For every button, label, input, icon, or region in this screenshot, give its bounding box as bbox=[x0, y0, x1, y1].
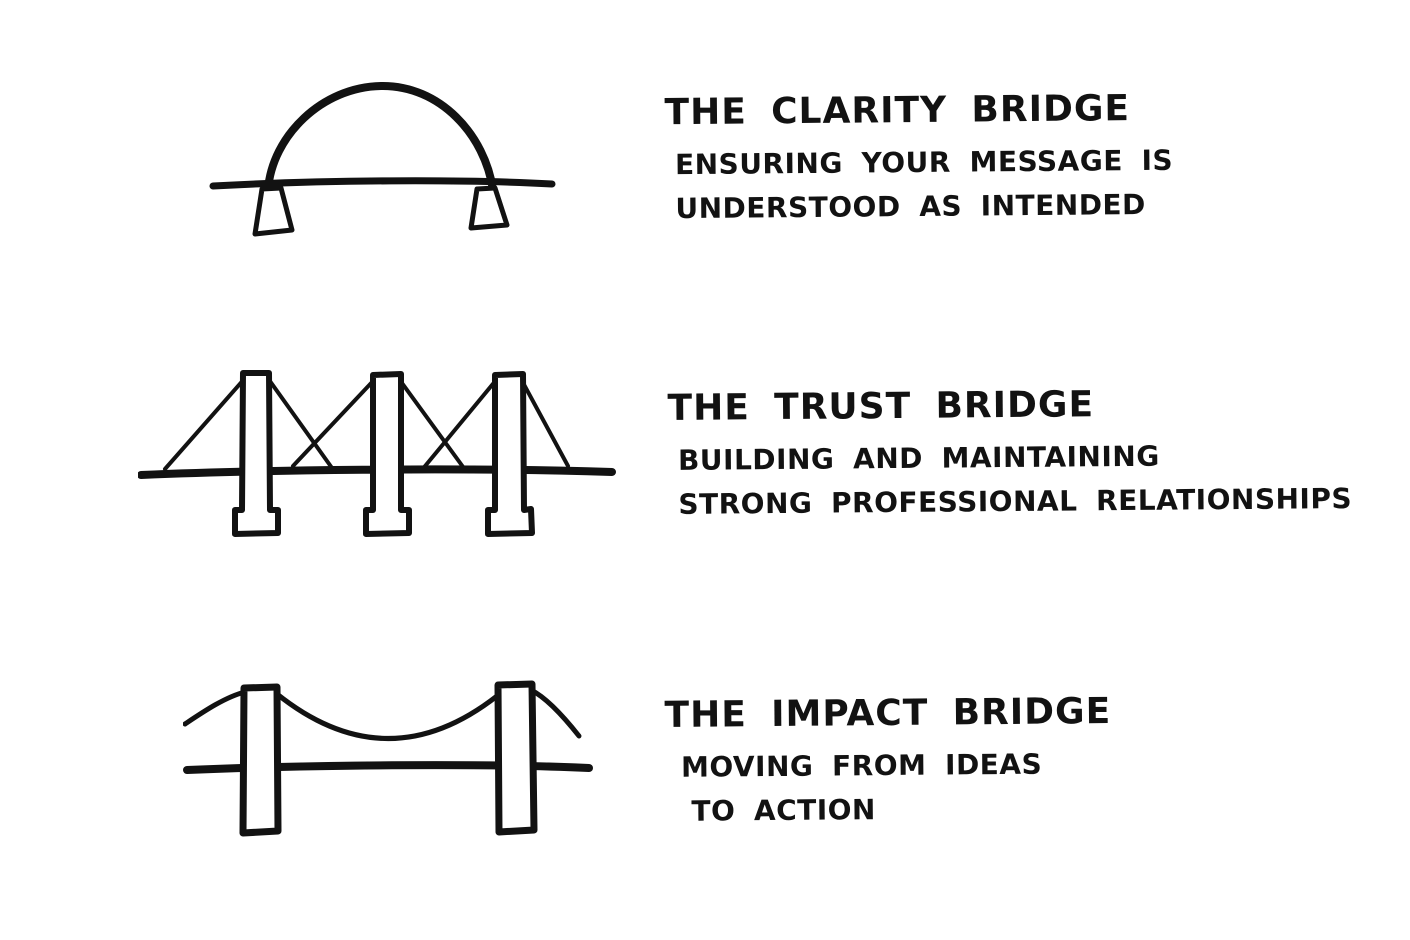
section-title: THE TRUST BRIDGE bbox=[667, 384, 1095, 429]
section-title: THE CLARITY BRIDGE bbox=[664, 88, 1131, 134]
section-subtitle-line: TO ACTION bbox=[691, 793, 877, 828]
section-subtitle-line: MOVING FROM IDEAS bbox=[680, 747, 1043, 784]
arch-bridge-icon bbox=[209, 81, 556, 237]
suspension-bridge-icon bbox=[183, 680, 593, 837]
cable-stayed-bridge-icon bbox=[138, 370, 616, 537]
section-clarity-text: THE CLARITY BRIDGE ENSURING YOUR MESSAGE… bbox=[664, 88, 1173, 238]
section-trust-text: THE TRUST BRIDGE BUILDING AND MAINTAININ… bbox=[667, 382, 1352, 533]
section-subtitle-line: BUILDING AND MAINTAINING bbox=[677, 439, 1160, 477]
section-impact-text: THE IMPACT BRIDGE MOVING FROM IDEAS TO A… bbox=[664, 691, 1112, 840]
section-title: THE IMPACT BRIDGE bbox=[664, 691, 1112, 736]
section-subtitle-line: UNDERSTOOD AS INTENDED bbox=[675, 188, 1146, 226]
section-subtitle-line: STRONG PROFESSIONAL RELATIONSHIPS bbox=[678, 482, 1353, 522]
section-subtitle-line: ENSURING YOUR MESSAGE IS bbox=[674, 143, 1174, 182]
